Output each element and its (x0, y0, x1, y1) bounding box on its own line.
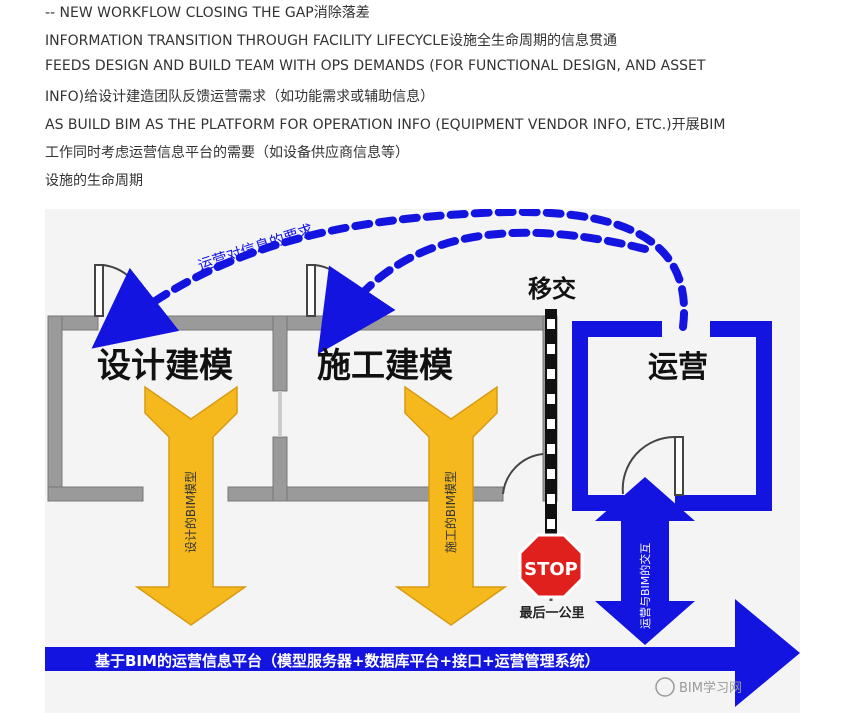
wall-gap-post (278, 391, 282, 437)
caption-line-1: -- NEW WORKFLOW CLOSING THE GAP消除落差 (45, 5, 370, 21)
handover-divider (545, 309, 557, 547)
design-bim-arrow: 设计的BIM模型 (134, 385, 248, 626)
caption-line-7: 设施的生命周期 (45, 173, 143, 189)
caption-line-4: INFO)给设计建造团队反馈运营需求（如功能需求或辅助信息） (45, 89, 435, 105)
platform-banner: 基于BIM的运营信息平台（模型服务器+数据库平台+接口+运营管理系统） (45, 599, 800, 707)
operation-room-walls (572, 321, 772, 511)
stop-sign: STOP (518, 533, 584, 601)
operation-room-title: 运营 (648, 350, 708, 385)
construction-bim-arrow: 施工的BIM模型 (394, 385, 508, 626)
platform-banner-text: 基于BIM的运营信息平台（模型服务器+数据库平台+接口+运营管理系统） (94, 652, 600, 670)
interaction-label: 运营与BIM的交互 (638, 543, 652, 629)
design-room-title: 设计建模 (97, 346, 233, 386)
construction-arrow-label: 施工的BIM模型 (443, 471, 458, 553)
design-arrow-label: 设计的BIM模型 (183, 471, 198, 553)
last-mile-label: 最后一公里 (519, 605, 584, 621)
watermark: BIM学习网 (655, 677, 742, 697)
caption-line-5: AS BUILD BIM AS THE PLATFORM FOR OPERATI… (45, 117, 726, 133)
handover-label: 移交 (528, 275, 576, 303)
interaction-arrow: 运营与BIM的交互 (595, 477, 695, 645)
wechat-icon (655, 677, 675, 697)
stop-sign-text: STOP (524, 559, 578, 580)
diagram-background (45, 209, 800, 713)
caption-line-3: FEEDS DESIGN AND BUILD TEAM WITH OPS DEM… (45, 58, 706, 74)
caption-line-2: INFORMATION TRANSITION THROUGH FACILITY … (45, 33, 617, 49)
construction-room-exit-door (502, 453, 544, 495)
feedback-arcs (91, 209, 689, 355)
operation-room-door (621, 435, 684, 496)
watermark-text: BIM学习网 (679, 680, 742, 696)
caption-line-6: 工作同时考虑运营信息平台的需要（如设备供应商信息等） (45, 145, 409, 161)
lifecycle-diagram: 移交 运营对信息的要求 设计建模 施工建模 运营 设计的BIM模型 施工的BIM… (45, 209, 800, 713)
construction-room-title: 施工建模 (317, 346, 453, 386)
